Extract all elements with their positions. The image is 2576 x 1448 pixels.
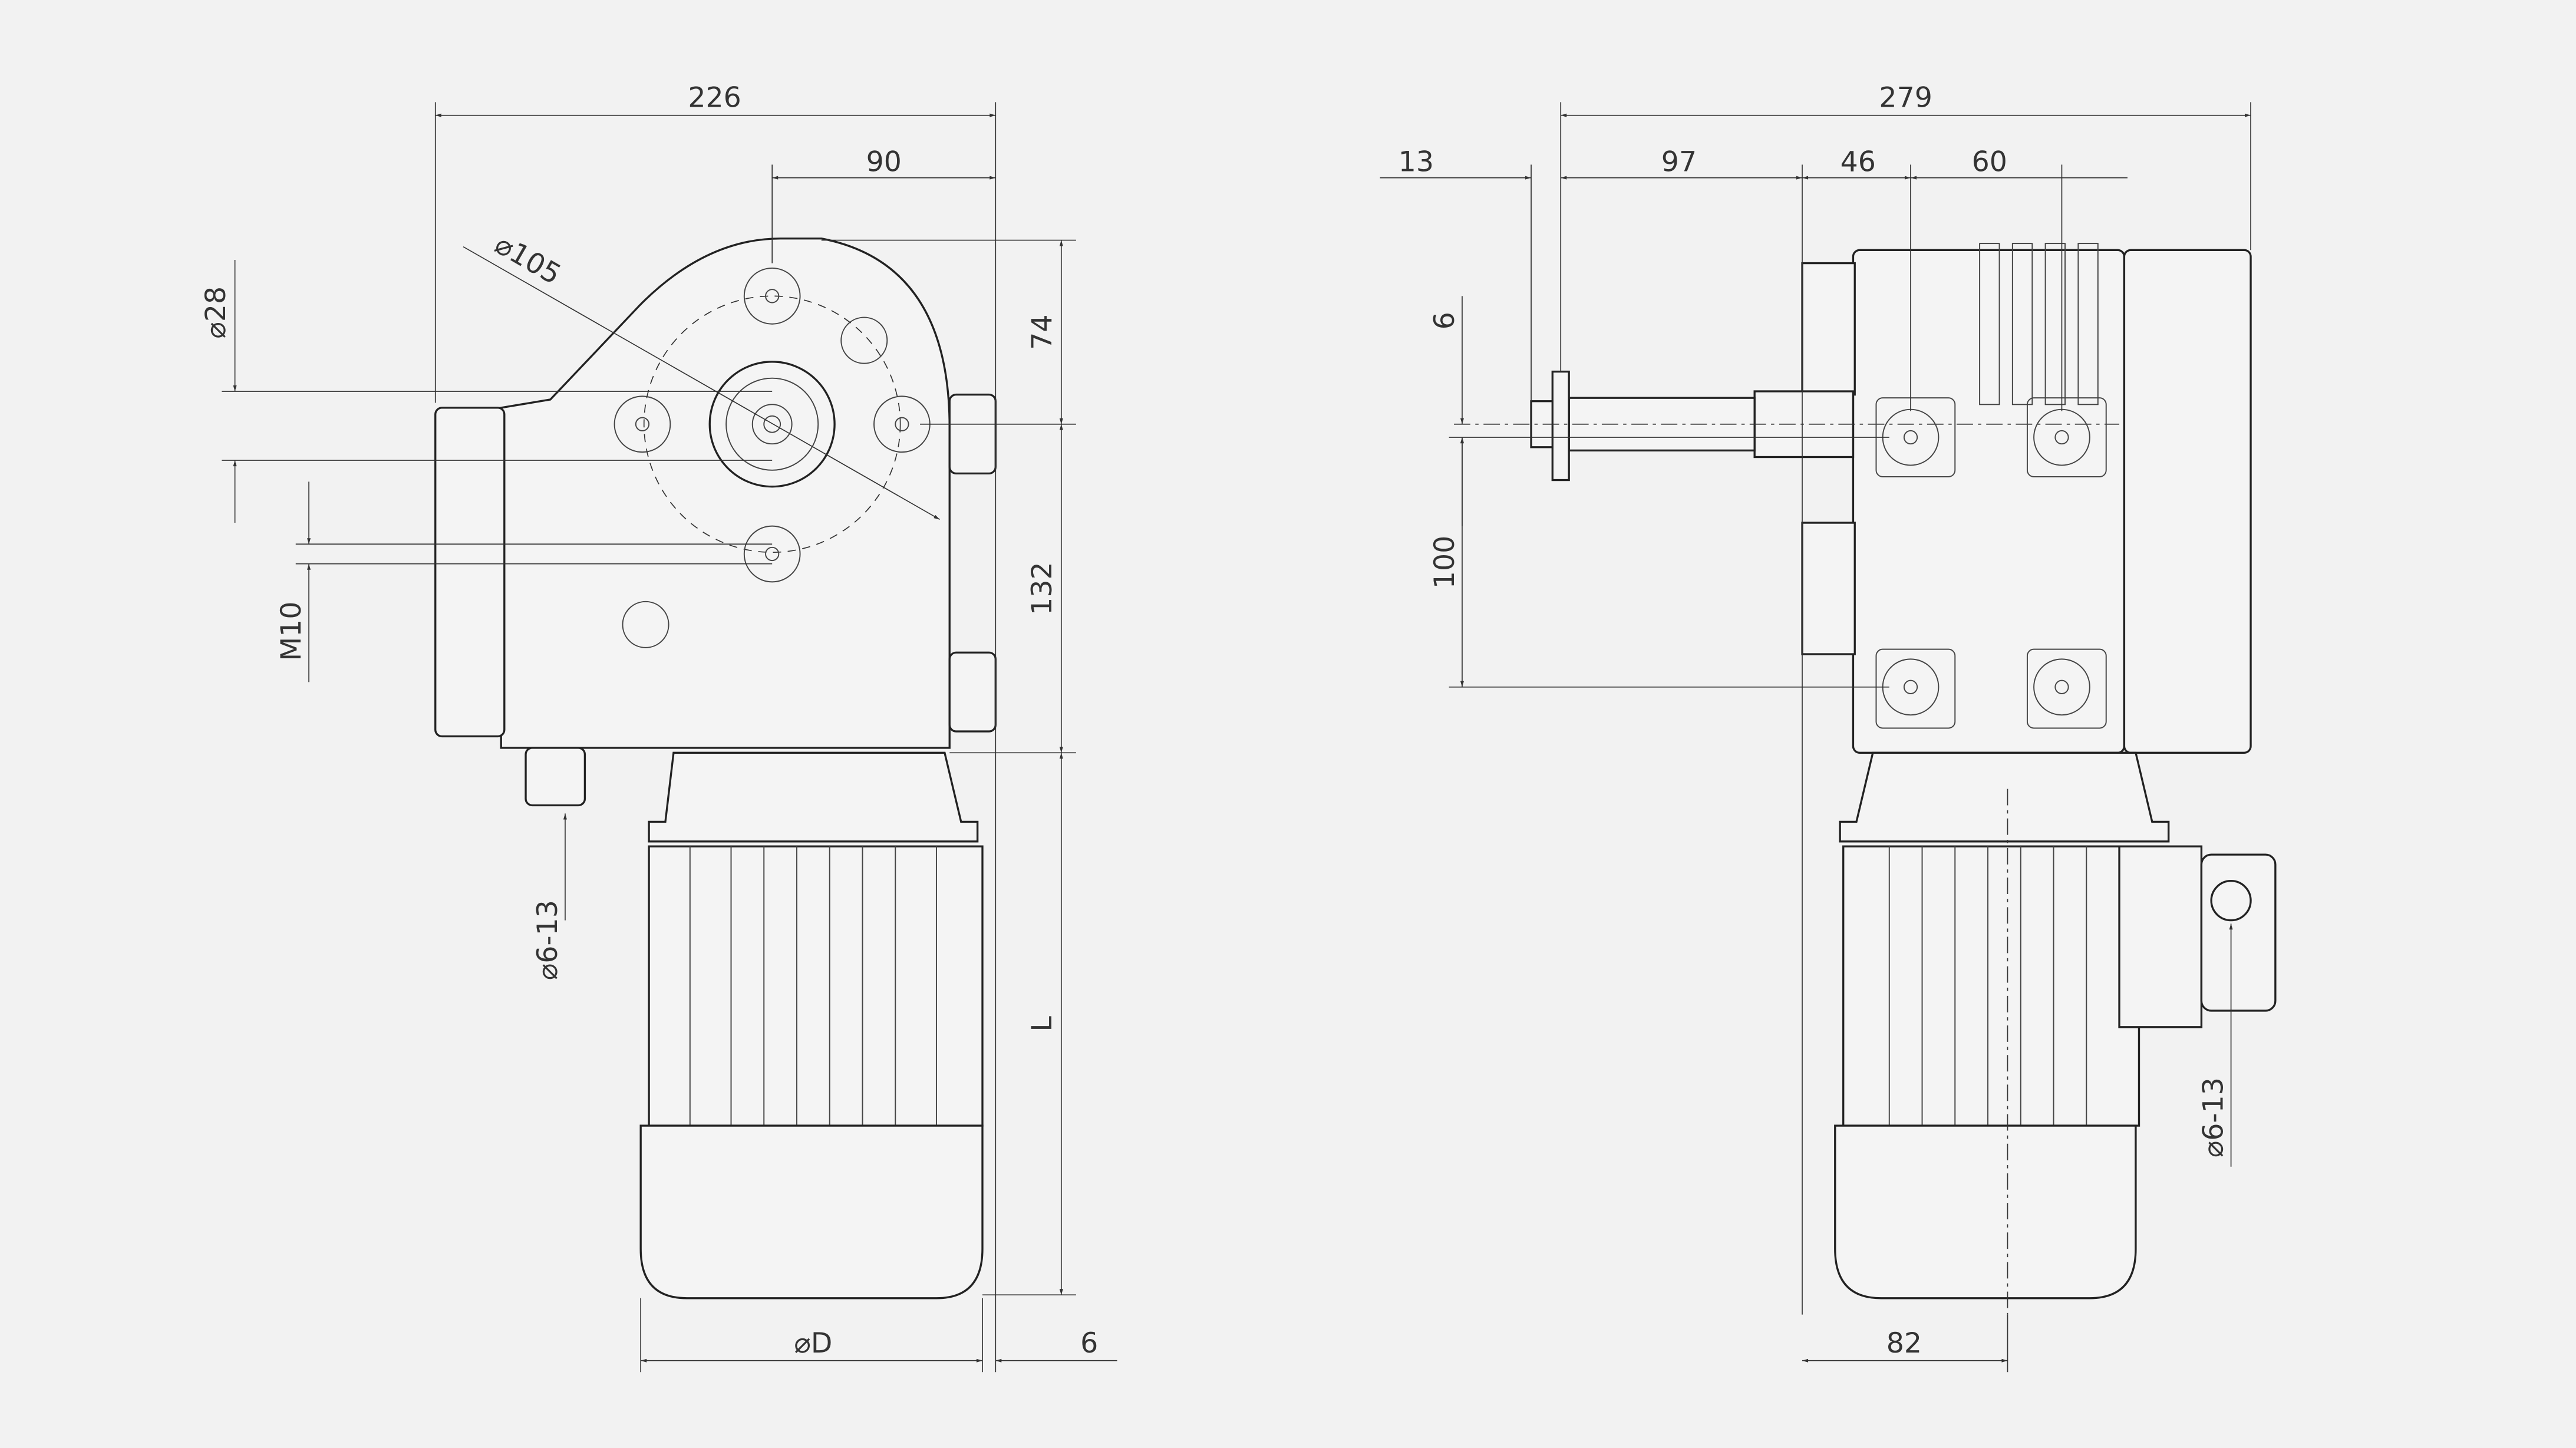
motor-flange — [648, 751, 979, 843]
cooling-fins — [689, 846, 937, 1126]
motor-flange-side — [1839, 751, 2170, 843]
mount-holes — [1875, 397, 2107, 729]
dim-motor-diameter: ⌀D — [794, 1327, 832, 1360]
mount-lower — [1801, 522, 1856, 655]
dim-97: 97 — [1661, 146, 1697, 178]
output-hub — [708, 361, 836, 488]
dim-46: 46 — [1841, 146, 1876, 178]
cable-gland-side — [2210, 880, 2252, 922]
dim-fan-offset: 6 — [1080, 1327, 1098, 1360]
fan-cover-side — [1834, 1124, 2137, 1299]
front-view: 226 90 ⌀105 ⌀28 M10 ⌀6-13 74 132 L ⌀D 6 — [200, 82, 1117, 1373]
dim-6-side: 6 — [1429, 312, 1461, 329]
side-view: 279 13 97 46 60 6 100 ⌀6-13 82 — [1380, 82, 2277, 1373]
motor-body-side — [1842, 845, 2140, 1127]
dim-13: 13 — [1399, 146, 1434, 178]
plug-lower — [622, 601, 669, 648]
bolt-holes — [614, 267, 931, 583]
cable-gland — [525, 747, 586, 807]
cover-side — [2123, 249, 2252, 754]
dim-100: 100 — [1429, 536, 1461, 589]
dim-226: 226 — [688, 82, 741, 114]
boss-lower — [948, 651, 997, 733]
bolt-circle — [643, 295, 901, 553]
dim-cable-gland-side: ⌀6-13 — [2198, 1077, 2230, 1157]
dim-motor-length: L — [1026, 1015, 1058, 1031]
dim-60: 60 — [1972, 146, 2007, 178]
side-cover — [434, 407, 506, 738]
dim-thread: M10 — [275, 601, 308, 661]
cooling-fins-side — [1888, 846, 2087, 1126]
dim-74: 74 — [1026, 315, 1058, 350]
dim-bolt-circle: ⌀105 — [489, 228, 566, 291]
dim-90: 90 — [866, 146, 902, 178]
dim-132: 132 — [1026, 562, 1058, 615]
dim-cable-gland: ⌀6-13 — [532, 900, 564, 980]
gearbox-housing-side — [1852, 249, 2126, 754]
terminal-box-lid — [2200, 853, 2277, 1012]
terminal-box — [2118, 845, 2203, 1028]
plug-upper — [840, 316, 888, 364]
fan-cover — [639, 1124, 984, 1299]
dim-shaft-diameter: ⌀28 — [200, 286, 232, 339]
dim-279: 279 — [1879, 82, 1932, 114]
mount-upper — [1801, 262, 1856, 396]
shaft-washer — [1551, 370, 1570, 481]
gearbox-housing — [500, 238, 951, 749]
housing-ribs — [1979, 243, 2099, 405]
motor-body — [648, 845, 984, 1127]
dim-82: 82 — [1886, 1327, 1922, 1360]
boss-upper — [948, 393, 997, 475]
